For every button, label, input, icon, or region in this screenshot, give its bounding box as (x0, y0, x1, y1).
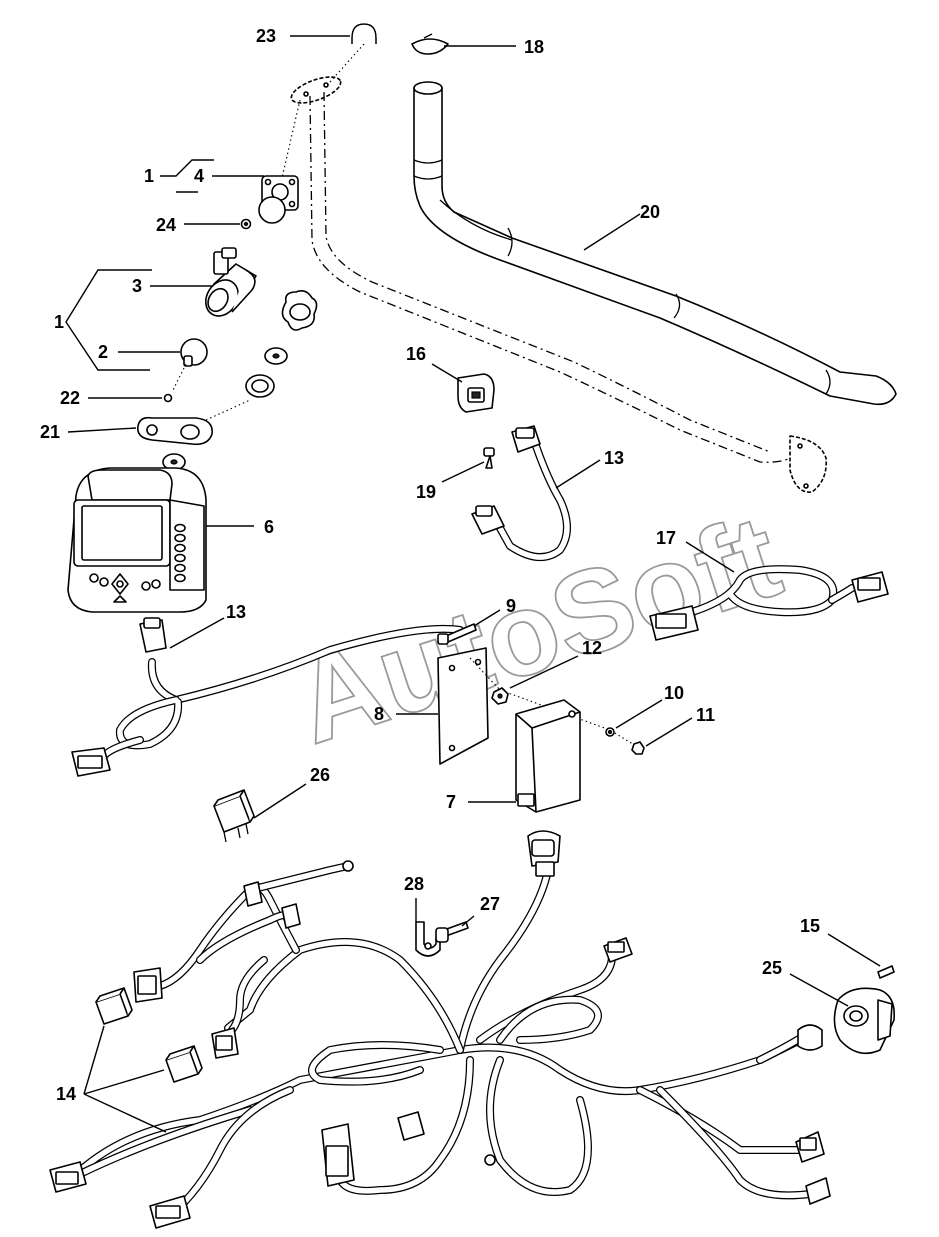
callout-17: 17 (656, 528, 676, 548)
relay-26 (213, 789, 255, 843)
screw-19 (483, 447, 495, 469)
u-bolt-23 (351, 23, 377, 44)
main-harness (66, 862, 816, 1220)
nut-11 (631, 741, 645, 755)
callout-13: 13 (604, 448, 624, 468)
callout-28: 28 (404, 874, 424, 894)
callout-13b: 13 (226, 602, 246, 622)
relay-14b (165, 1045, 203, 1083)
display-terminal-6 (67, 467, 207, 613)
cap-18 (411, 33, 449, 55)
keypad (89, 573, 161, 603)
harness-13-lower (71, 617, 464, 777)
callout-20: 20 (640, 202, 660, 222)
bolt-9 (437, 623, 477, 645)
bracket-21 (136, 416, 213, 446)
screw-15 (877, 965, 895, 979)
socket-25 (833, 987, 896, 1055)
hose-20 (413, 81, 897, 406)
callout-15: 15 (800, 916, 820, 936)
module-7 (515, 699, 581, 813)
connector-16 (457, 373, 495, 413)
callout-labels: 23 18 1 4 24 20 3 1 2 22 16 21 13 19 6 1… (40, 26, 820, 1104)
mount-plate-top (290, 76, 342, 104)
callout-4: 4 (194, 166, 204, 186)
callout-27: 27 (480, 894, 500, 914)
relay-14a (95, 987, 133, 1025)
callout-18: 18 (524, 37, 544, 57)
callout-11: 11 (696, 705, 715, 725)
callout-8: 8 (374, 704, 384, 724)
nut-12 (491, 687, 509, 705)
callout-21: 21 (40, 422, 60, 442)
side-buttons (174, 523, 186, 583)
callout-10: 10 (664, 683, 684, 703)
clamp-knob (281, 290, 318, 331)
callout-1b: 1 (54, 312, 64, 332)
grommet (245, 374, 275, 398)
washer-22 (163, 393, 173, 403)
callout-3: 3 (132, 276, 142, 296)
callout-9: 9 (506, 596, 516, 616)
callout-7: 7 (446, 792, 456, 812)
callout-23: 23 (256, 26, 276, 46)
callout-14: 14 (56, 1084, 76, 1104)
harness-connectors (49, 830, 831, 1229)
harness-17 (649, 565, 889, 641)
arm-3 (204, 247, 257, 317)
callout-16: 16 (406, 344, 426, 364)
callout-26: 26 (310, 765, 330, 785)
leader-lines (65, 35, 881, 1133)
callout-22: 22 (60, 388, 80, 408)
callout-19: 19 (416, 482, 436, 502)
nut-24 (240, 218, 252, 230)
harness-13-upper (471, 425, 571, 561)
callout-1: 1 (144, 166, 154, 186)
ball-2 (180, 338, 208, 367)
callout-25: 25 (762, 958, 782, 978)
ball-mount-4 (258, 175, 299, 224)
callout-6: 6 (264, 517, 274, 537)
callout-12: 12 (582, 638, 602, 658)
callout-2: 2 (98, 342, 108, 362)
plate-8 (437, 647, 489, 765)
callout-24: 24 (156, 215, 176, 235)
mount-plate-right (789, 435, 828, 493)
